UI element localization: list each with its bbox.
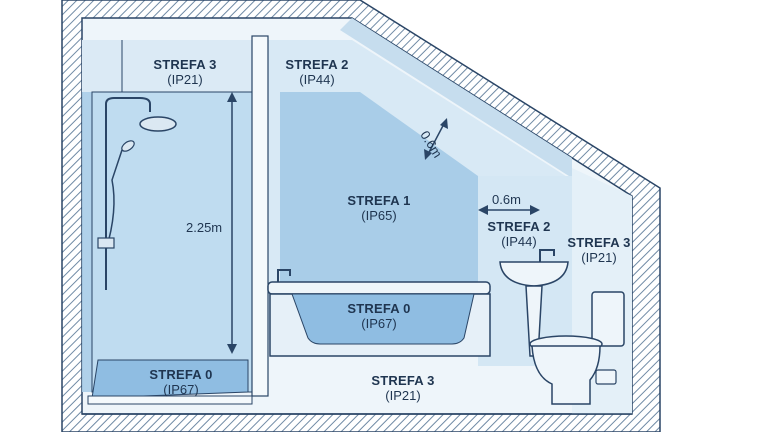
toilet-cistern <box>591 291 625 347</box>
zone-rating: (IP44) <box>299 71 335 87</box>
height-arrow-top <box>227 92 237 102</box>
shower-height-label: 2.25m <box>186 220 223 235</box>
shower-tray-front <box>87 395 253 405</box>
shower-zone-3-top <box>82 40 260 92</box>
zone-name: STREFA 3 <box>567 235 631 250</box>
label-right-zone-3: STREFA 3 (IP21) <box>544 235 654 266</box>
label-shower-tray-zone-0: STREFA 0 (IP67) <box>126 367 236 398</box>
label-floor-zone-3: STREFA 3 (IP21) <box>348 373 458 404</box>
slope-band <box>340 18 572 178</box>
zone-1-area <box>280 92 478 282</box>
height-arrow-bottom <box>227 344 237 354</box>
zone-rating: (IP21) <box>167 71 203 87</box>
shower-arm <box>105 97 151 112</box>
label-basin-zone-2: STREFA 2 (IP44) <box>464 219 574 250</box>
bath-tap <box>277 269 291 282</box>
zone-rating: (IP67) <box>163 381 199 397</box>
toilet-pipe <box>595 369 617 385</box>
zone-rating: (IP21) <box>385 387 421 403</box>
zone-rating: (IP65) <box>361 207 397 223</box>
label-zone-1: STREFA 1 (IP65) <box>324 193 434 224</box>
slope-arrow-b <box>440 118 448 129</box>
label-shower-zone-3: STREFA 3 (IP21) <box>130 57 240 88</box>
zone-rating: (IP44) <box>501 233 537 249</box>
bathtub-zone-0 <box>291 293 475 345</box>
hand-shower <box>121 140 135 152</box>
zone-name: STREFA 3 <box>153 57 217 72</box>
label-bath-zone-2: STREFA 2 (IP44) <box>262 57 372 88</box>
slope-arrow-a <box>424 149 432 160</box>
zone-rating: (IP21) <box>581 249 617 265</box>
basin-arrow-left <box>478 205 488 215</box>
label-bathtub-zone-0: STREFA 0 (IP67) <box>324 301 434 332</box>
mixer-tap <box>97 237 115 249</box>
basin-arrow-right <box>530 205 540 215</box>
zone-rating: (IP67) <box>361 315 397 331</box>
toilet-bowl <box>531 345 601 405</box>
divider-pillar <box>251 35 269 397</box>
shower-tray <box>91 359 249 399</box>
bathtub-rim <box>267 281 491 295</box>
zone-name: STREFA 3 <box>371 373 435 388</box>
shower-glass <box>91 91 253 393</box>
sink-tap <box>539 249 555 262</box>
zone-name: STREFA 2 <box>487 219 551 234</box>
shower-head <box>139 116 177 132</box>
zone-name: STREFA 2 <box>285 57 349 72</box>
zone-name: STREFA 0 <box>149 367 213 382</box>
basin-offset-label: 0.6m <box>492 192 521 207</box>
zone-name: STREFA 0 <box>347 301 411 316</box>
zone-name: STREFA 1 <box>347 193 411 208</box>
